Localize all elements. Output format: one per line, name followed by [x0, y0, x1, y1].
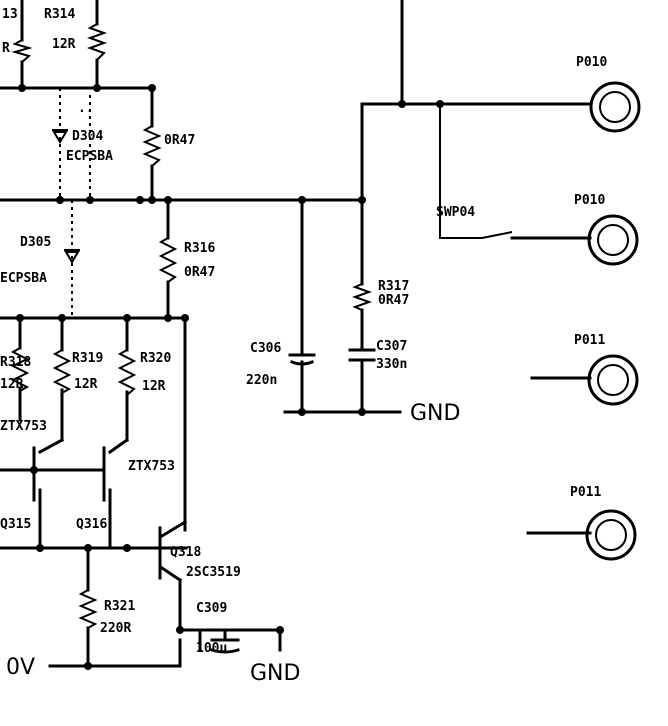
label-r316: R316 [184, 241, 215, 256]
label-r321-value: 220R [100, 621, 131, 636]
label-c307-value: 330n [376, 357, 407, 372]
label-r313: 13 [2, 7, 18, 22]
capacitors [210, 348, 376, 654]
label-r314-value: 12R [52, 37, 76, 52]
label-d304-part: ECPSBA [66, 149, 113, 164]
resistors [10, 23, 372, 629]
connector-p011b [585, 509, 637, 561]
label-0v: 0V [6, 655, 35, 680]
label-p011b: P011 [570, 485, 601, 500]
labels: 13 R R314 12R .. D304 ECPSBA 0R47 D305 E… [0, 7, 607, 686]
label-c309: C309 [196, 601, 227, 616]
label-c306-value: 220n [246, 373, 277, 388]
label-r313-value: R [2, 41, 10, 56]
label-c309-value: 100u [196, 641, 227, 656]
connector-p010a [589, 81, 641, 133]
resistor-r317 [352, 283, 372, 311]
label-p011a: P011 [574, 333, 605, 348]
resistor-r319 [52, 349, 72, 394]
label-gnd-mid: GND [410, 401, 460, 426]
connector-p011a [587, 354, 639, 406]
capacitor-c306 [288, 353, 316, 366]
label-d305-part: ECPSBA [0, 271, 47, 286]
connector-p010b [587, 214, 639, 266]
label-r314: R314 [44, 7, 75, 22]
label-q318: Q318 [170, 545, 201, 560]
label-d304-mark: .. [78, 101, 94, 116]
label-c307: C307 [376, 339, 407, 354]
label-p010a: P010 [576, 55, 607, 70]
label-r304-value: 0R47 [164, 133, 195, 148]
label-r320: R320 [140, 351, 171, 366]
connectors [585, 81, 641, 561]
diode-d304 [52, 129, 68, 144]
label-gnd-bottom: GND [250, 661, 300, 686]
label-swp04: SWP04 [436, 205, 475, 220]
label-ztx-left: ZTX753 [0, 419, 47, 434]
label-p010b: P010 [574, 193, 605, 208]
label-ztx-right: ZTX753 [128, 459, 175, 474]
diodes [52, 129, 80, 264]
label-r320-value: 12R [142, 379, 166, 394]
label-d304: D304 [72, 129, 103, 144]
label-c306: C306 [250, 341, 281, 356]
label-d305: D305 [20, 235, 51, 250]
resistor-r314 [87, 23, 107, 61]
label-r316-value: 0R47 [184, 265, 215, 280]
label-q315: Q315 [0, 517, 31, 532]
resistor-r318 [10, 347, 30, 392]
label-q318-part: 2SC3519 [186, 565, 241, 580]
label-r318: R318 [0, 355, 31, 370]
label-r319-value: 12R [74, 377, 98, 392]
label-r317: R317 [378, 279, 409, 294]
diode-d305 [64, 249, 80, 264]
resistor-r313 [11, 39, 33, 63]
label-q316: Q316 [76, 517, 107, 532]
label-r321: R321 [104, 599, 135, 614]
resistor-r320 [117, 349, 137, 396]
label-r317-value: 0R47 [378, 293, 409, 308]
resistor-r304 [142, 125, 162, 167]
capacitor-c307 [348, 348, 376, 362]
label-r319: R319 [72, 351, 103, 366]
junctions [16, 84, 444, 670]
resistor-r321 [78, 589, 98, 629]
label-r318-value: 12R [0, 377, 24, 392]
wires [0, 0, 592, 668]
resistor-r316 [158, 237, 178, 283]
